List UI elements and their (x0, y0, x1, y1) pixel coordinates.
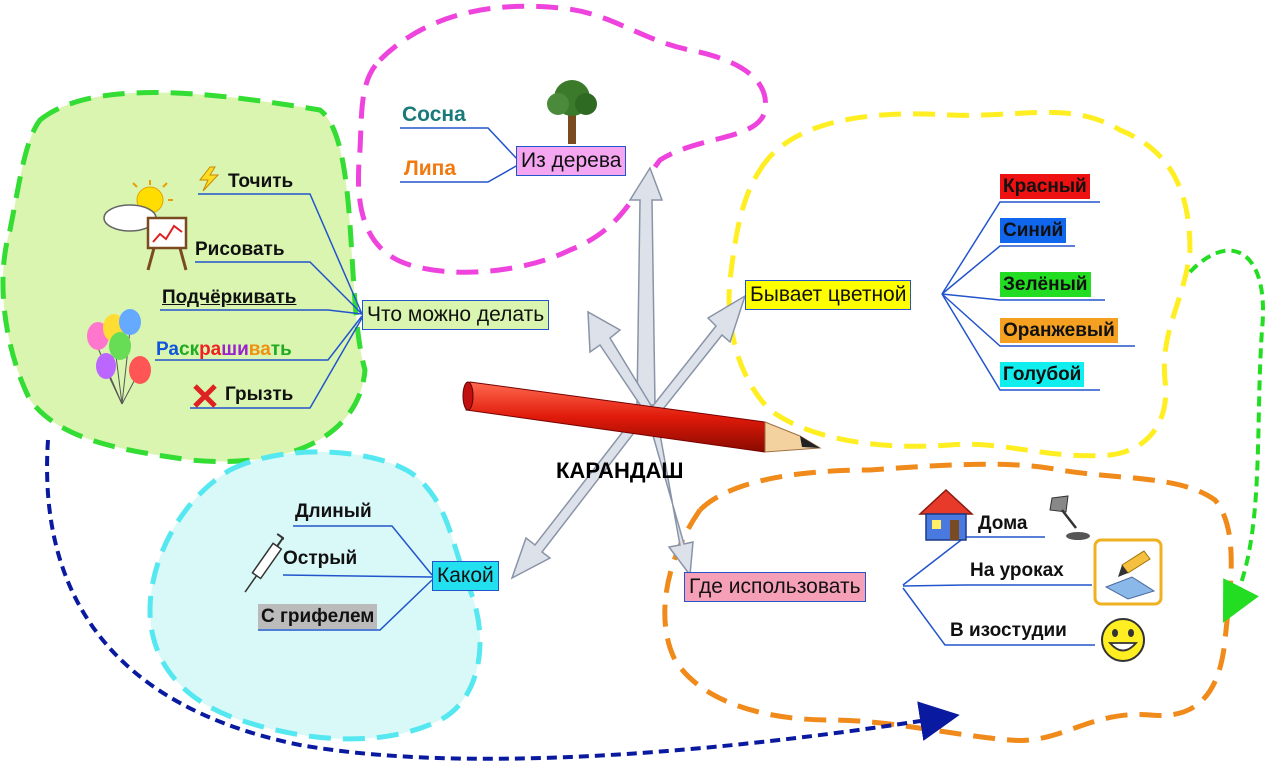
node-colors[interactable]: Бывает цветной (745, 280, 912, 310)
block-arrows (510, 166, 747, 580)
arrow-to-wood (628, 166, 664, 406)
center-topic[interactable]: КАРАНДАШ (556, 458, 684, 483)
arrow-to-usage (649, 422, 694, 578)
action-item-chew[interactable]: Грызть (225, 384, 294, 405)
balloons-icon (87, 309, 151, 405)
node-actions[interactable]: Что можно делать (362, 300, 550, 330)
easel-icon (146, 216, 188, 271)
node-wood[interactable]: Из дерева (516, 146, 627, 176)
lightning-icon (198, 166, 220, 192)
usage-item-studio[interactable]: В изостудии (950, 620, 1067, 641)
action-item-sharpen[interactable]: Точить (228, 171, 294, 192)
arrow-to-kind (510, 419, 642, 580)
syringe-icon (244, 533, 284, 593)
pencil-image (462, 381, 822, 453)
color-item-blue[interactable]: Синий (1000, 218, 1067, 243)
kind-item-long[interactable]: Длиный (295, 501, 372, 522)
cloud-wood (356, 3, 769, 275)
arrow-to-actions (587, 310, 654, 414)
action-item-underline[interactable]: Подчёркивать (162, 287, 297, 308)
usage-item-home[interactable]: Дома (978, 513, 1028, 534)
action-item-color[interactable]: Раскрашивать (156, 339, 292, 360)
cloud-colors (726, 109, 1193, 459)
wood-item-linden[interactable]: Липа (404, 157, 457, 180)
color-item-green[interactable]: Зелёный (1000, 272, 1091, 297)
cross-icon (193, 384, 217, 408)
link-colors-usage (1188, 248, 1265, 623)
color-item-red[interactable]: Красный (1000, 174, 1090, 199)
connector-lines (155, 127, 1135, 646)
sun-cloud-icon (103, 180, 173, 232)
kind-item-lead[interactable]: С грифелем (258, 604, 378, 629)
cloud-kind (147, 449, 483, 742)
house-icon (918, 488, 974, 541)
node-kind[interactable]: Какой (432, 561, 499, 591)
smiley-icon (1101, 618, 1145, 662)
color-item-orange[interactable]: Оранжевый (1000, 318, 1118, 343)
tree-icon (547, 80, 597, 144)
drawing-board-icon (1093, 538, 1163, 606)
lamp-icon (1049, 495, 1090, 540)
color-item-light-blue[interactable]: Голубой (1000, 362, 1085, 387)
action-item-draw[interactable]: Рисовать (195, 239, 285, 260)
kind-item-sharp[interactable]: Острый (283, 548, 358, 569)
link-actions-usage (45, 439, 960, 761)
node-usage[interactable]: Где использовать (684, 572, 866, 602)
usage-item-lessons[interactable]: На уроках (970, 560, 1064, 581)
cloud-usage (662, 461, 1234, 743)
arrow-to-colors (646, 294, 747, 420)
wood-item-pine[interactable]: Сосна (402, 103, 466, 126)
